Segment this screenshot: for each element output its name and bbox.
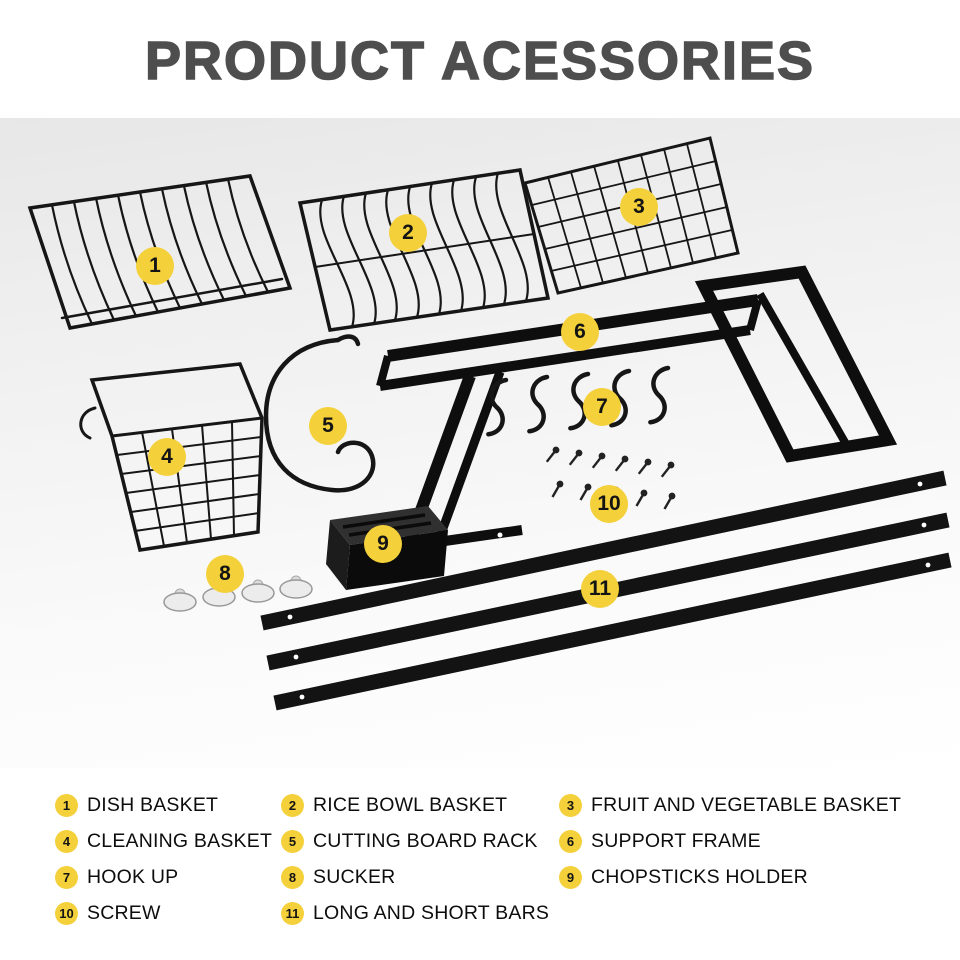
legend-label-sucker: SUCKER — [313, 866, 396, 888]
legend-badge-5: 5 — [281, 830, 304, 853]
legend-item-cleaning-basket: 4 CLEANING BASKET — [55, 830, 281, 853]
legend-label-chopsticks-holder: CHOPSTICKS HOLDER — [591, 866, 808, 888]
legend-label-cutting-board-rack: CUTTING BOARD RACK — [313, 830, 538, 852]
legend-item-rice-bowl-basket: 2 RICE BOWL BASKET — [281, 794, 559, 817]
dish-basket-illustration — [27, 174, 293, 330]
legend-item-support-frame: 6 SUPPORT FRAME — [559, 830, 960, 853]
parts-illustration — [27, 136, 952, 711]
rice-bowl-basket-illustration — [297, 168, 551, 332]
marker-screw: 10 — [590, 485, 628, 523]
cleaning-basket-illustration — [79, 362, 264, 552]
legend-badge-4: 4 — [55, 830, 78, 853]
parts-photo: 1 2 3 4 5 6 7 8 9 10 11 — [0, 118, 960, 768]
legend-label-fruit-vegetable-basket: FRUIT AND VEGETABLE BASKET — [591, 794, 902, 816]
marker-dish-basket: 1 — [136, 247, 174, 285]
legend-item-hook-up: 7 HOOK UP — [55, 866, 281, 889]
legend-badge-2: 2 — [281, 794, 304, 817]
legend-label-dish-basket: DISH BASKET — [87, 794, 219, 816]
legend-badge-1: 1 — [55, 794, 78, 817]
marker-number-5: 5 — [322, 414, 334, 437]
marker-cleaning-basket: 4 — [148, 438, 186, 476]
marker-long-short-bars: 11 — [581, 570, 619, 608]
marker-cutting-board-rack: 5 — [309, 407, 347, 445]
legend-item-cutting-board-rack: 5 CUTTING BOARD RACK — [281, 830, 559, 853]
marker-number-9: 9 — [377, 532, 389, 555]
legend: 1 DISH BASKET 2 RICE BOWL BASKET 3 FRUIT… — [0, 768, 960, 925]
marker-number-8: 8 — [219, 562, 231, 585]
suckers-illustration — [163, 575, 313, 612]
marker-number-11: 11 — [588, 577, 612, 600]
fruit-vegetable-basket-illustration — [523, 136, 740, 295]
marker-number-6: 6 — [574, 320, 586, 343]
marker-number-10: 10 — [597, 492, 621, 515]
legend-badge-8: 8 — [281, 866, 304, 889]
legend-badge-10: 10 — [55, 902, 78, 925]
marker-chopsticks-holder: 9 — [364, 525, 402, 563]
legend-label-rice-bowl-basket: RICE BOWL BASKET — [313, 794, 508, 816]
marker-number-4: 4 — [161, 445, 173, 468]
page-title: PRODUCT ACESSORIES — [144, 30, 816, 92]
marker-support-frame: 6 — [561, 313, 599, 351]
legend-item-long-short-bars: 11 LONG AND SHORT BARS — [281, 902, 559, 925]
legend-badge-3: 3 — [559, 794, 582, 817]
marker-rice-bowl-basket: 2 — [389, 214, 427, 252]
legend-badge-11: 11 — [281, 902, 304, 925]
legend-item-dish-basket: 1 DISH BASKET — [55, 794, 281, 817]
hooks-illustration — [486, 365, 671, 437]
cutting-board-rack-illustration — [263, 334, 376, 493]
marker-number-3: 3 — [633, 195, 645, 218]
marker-number-2: 2 — [402, 221, 414, 244]
legend-item-chopsticks-holder: 9 CHOPSTICKS HOLDER — [559, 866, 960, 889]
legend-item-fruit-vegetable-basket: 3 FRUIT AND VEGETABLE BASKET — [559, 794, 960, 817]
legend-badge-6: 6 — [559, 830, 582, 853]
legend-badge-9: 9 — [559, 866, 582, 889]
legend-label-cleaning-basket: CLEANING BASKET — [87, 830, 273, 852]
legend-badge-7: 7 — [55, 866, 78, 889]
marker-hook-up: 7 — [583, 388, 621, 426]
legend-item-screw: 10 SCREW — [55, 902, 281, 925]
legend-label-support-frame: SUPPORT FRAME — [591, 830, 761, 852]
marker-number-7: 7 — [596, 395, 608, 418]
legend-label-hook-up: HOOK UP — [87, 866, 179, 888]
legend-item-sucker: 8 SUCKER — [281, 866, 559, 889]
marker-number-1: 1 — [149, 254, 161, 277]
marker-fruit-vegetable-basket: 3 — [620, 188, 658, 226]
legend-label-long-short-bars: LONG AND SHORT BARS — [313, 902, 550, 924]
marker-sucker: 8 — [206, 555, 244, 593]
legend-label-screw: SCREW — [87, 902, 161, 924]
